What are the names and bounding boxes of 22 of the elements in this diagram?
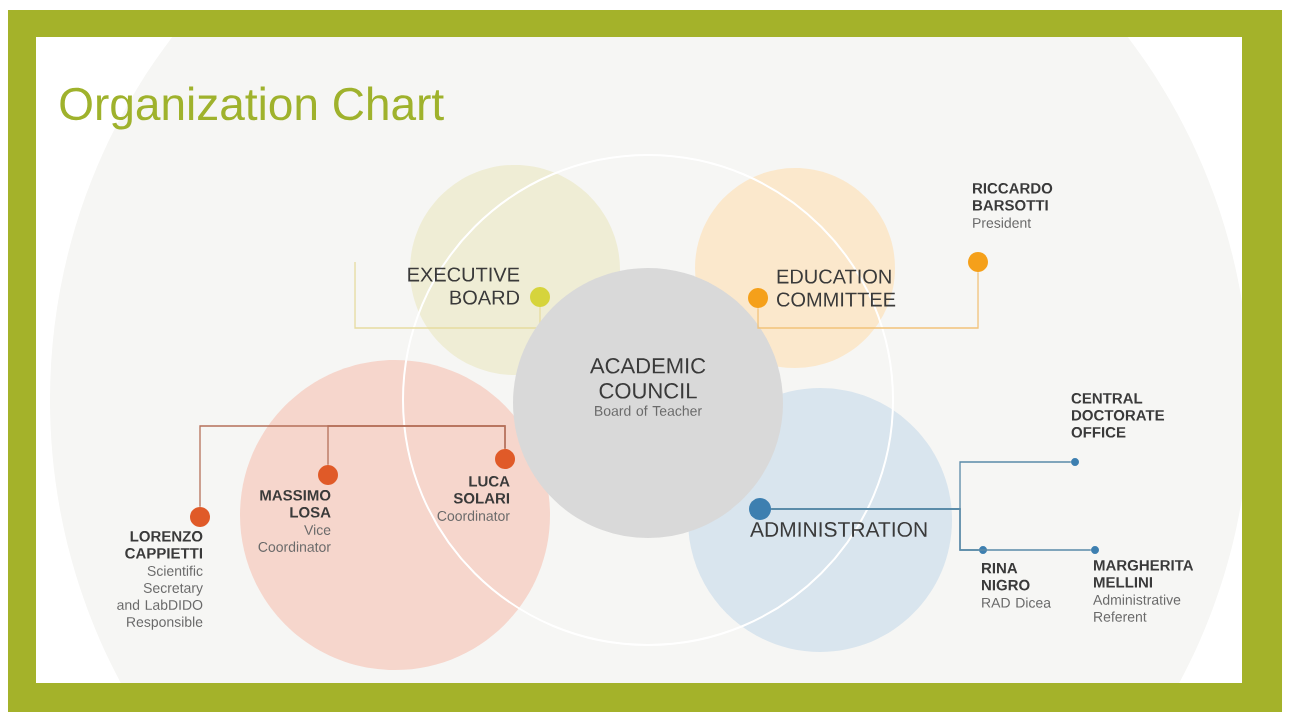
- connector-line: [199, 425, 506, 508]
- name-label: CENTRAL DOCTORATE OFFICE: [1071, 393, 1165, 438]
- heading-label: ACADEMIC COUNCIL: [590, 358, 706, 399]
- heading-label: EDUCATION COMMITTEE: [777, 269, 896, 307]
- name-label: RINA NIGRO: [982, 563, 1030, 591]
- name-label: RICCARDO BARSOTTI: [973, 183, 1053, 211]
- connector-line: [770, 508, 1092, 551]
- name-label: LORENZO CAPPIETTI: [125, 531, 203, 559]
- role-label: Vice Coordinator: [258, 524, 331, 552]
- connector-line: [757, 271, 979, 329]
- name-label: MARGHERITA MELLINI: [1094, 560, 1194, 588]
- role-label: Board of Teacher: [595, 405, 702, 416]
- slide-title: Organization Chart: [60, 86, 444, 130]
- name-label: LUCA SOLARI: [453, 476, 510, 504]
- role-label: Administrative Referent: [1093, 594, 1181, 622]
- heading-label: EXECUTIVE BOARD: [408, 267, 520, 305]
- name-label: MASSIMO LOSA: [260, 490, 331, 518]
- role-label: Scientific Secretary and LabDIDO Responsible: [117, 565, 203, 630]
- heading-label: ADMINISTRATION: [750, 522, 927, 537]
- role-label: President: [973, 217, 1032, 228]
- role-label: Coordinator: [437, 510, 510, 521]
- role-label: RAD Dicea: [982, 597, 1051, 608]
